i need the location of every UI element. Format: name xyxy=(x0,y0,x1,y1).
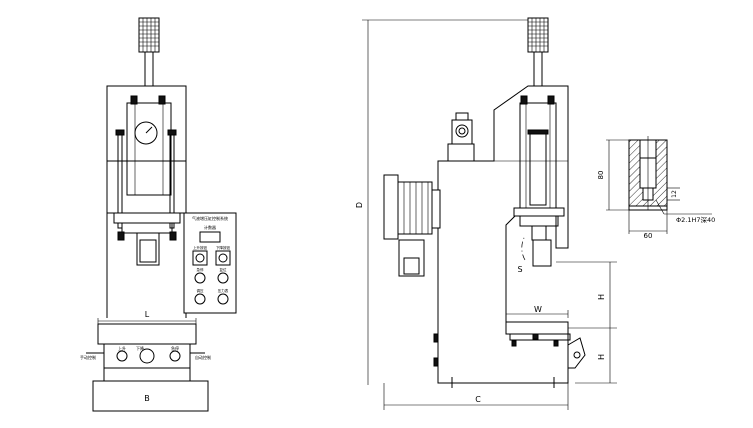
dim-S: S xyxy=(517,265,522,274)
dim-12: 12 xyxy=(671,190,678,198)
svg-text:急停: 急停 xyxy=(171,345,179,351)
detail-view: 80 12 Φ2.1H7深40 60 xyxy=(597,136,715,240)
front-handle-icon xyxy=(138,17,160,53)
dim-D: D xyxy=(355,202,364,208)
base-button-right[interactable] xyxy=(169,350,181,362)
svg-text:上升: 上升 xyxy=(118,345,126,351)
side-view: D xyxy=(355,17,617,410)
control-panel: 气液增压缸控制系统 计数器 上升按钮 下降按钮 急停 复位 调压 压力表 xyxy=(183,212,237,314)
panel-header: 气液增压缸控制系统 xyxy=(192,215,228,221)
panel-button-down[interactable] xyxy=(215,250,231,266)
svg-text:自动控制: 自动控制 xyxy=(195,354,211,360)
svg-text:压力表: 压力表 xyxy=(218,288,229,293)
svg-text:急停: 急停 xyxy=(197,267,204,272)
side-handle-icon xyxy=(527,17,549,53)
svg-text:下降: 下降 xyxy=(136,345,144,351)
panel-button-gauge[interactable] xyxy=(217,293,229,305)
base-button-center[interactable] xyxy=(139,348,155,364)
dim-80: 80 xyxy=(597,171,605,180)
dim-H-daylight: H xyxy=(597,294,606,300)
svg-text:上升按钮: 上升按钮 xyxy=(193,245,207,250)
dim-B: B xyxy=(144,394,150,403)
display-label: 计数器 xyxy=(204,224,216,230)
panel-button-up[interactable] xyxy=(192,250,208,266)
dim-W: W xyxy=(534,305,542,314)
counter-display xyxy=(199,231,221,243)
svg-text:复位: 复位 xyxy=(220,267,227,272)
dim-60: 60 xyxy=(644,232,653,240)
svg-text:下降按钮: 下降按钮 xyxy=(216,245,230,250)
valve-icon xyxy=(447,112,475,162)
dim-hole: Φ2.1H7深40 xyxy=(676,215,715,224)
panel-button-pressure[interactable] xyxy=(194,293,206,305)
dim-L: L xyxy=(145,310,150,319)
dim-H-table: H xyxy=(597,354,606,360)
front-view: 气液增压缸控制系统 计数器 上升按钮 下降按钮 急停 复位 调压 压力表 L xyxy=(80,17,237,412)
svg-text:调压: 调压 xyxy=(197,288,204,293)
base-button-left[interactable] xyxy=(116,350,128,362)
dim-C: C xyxy=(475,395,481,404)
panel-button-estop[interactable] xyxy=(194,272,206,284)
panel-button-reset[interactable] xyxy=(217,272,229,284)
svg-text:手动控制: 手动控制 xyxy=(80,354,96,360)
motor-icon xyxy=(383,174,441,277)
